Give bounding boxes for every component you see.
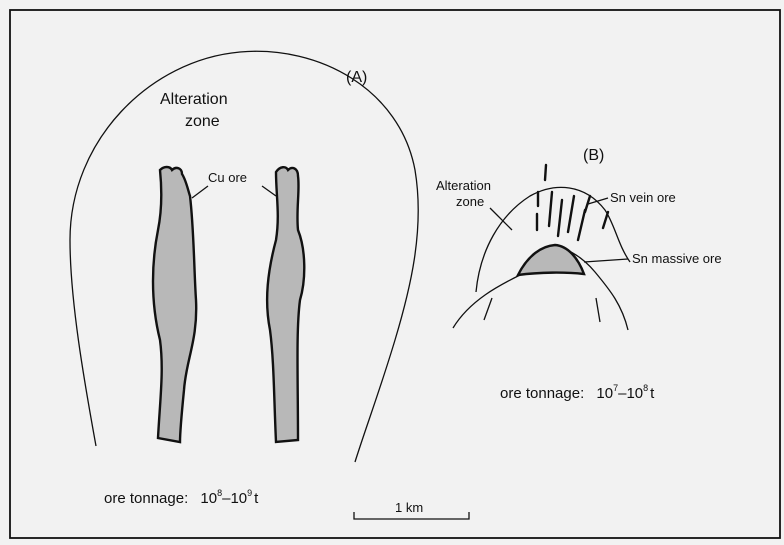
panel-a-label: (A) [346, 69, 367, 86]
panel-a-alteration-zone-label-line1: Alteration [160, 91, 228, 108]
vein-5 [558, 200, 562, 236]
panel-a-cu-ore-leader-left [192, 186, 208, 198]
panel-a-tonnage-prefix: ore tonnage: [104, 490, 188, 507]
panel-a-alteration-zone-label-line2: zone [185, 113, 220, 130]
panel-b-sn-massive-ore-label: Sn massive ore [632, 251, 722, 266]
figure-frame [10, 10, 780, 538]
panel-a-alteration-zone-outline [70, 51, 418, 462]
panel-b-sn-massive-ore [518, 245, 584, 275]
vein-6 [568, 196, 574, 232]
panel-a-cu-ore-leader-right [262, 186, 276, 196]
panel-b-sn-massive-ore-leader [584, 259, 628, 262]
vein-9 [603, 212, 608, 228]
panel-b-tonnage-base: 10 [596, 385, 613, 402]
panel-b-label: (B) [583, 147, 604, 164]
vein-4 [549, 192, 552, 226]
panel-b-tonnage-prefix: ore tonnage: [500, 385, 584, 402]
panel-b-lower-right-contact [596, 298, 600, 322]
panel-b-sn-vein-ore-leader [588, 198, 608, 204]
panel-b-sn-veins [537, 165, 608, 240]
panel-b-alteration-zone-outline [476, 187, 630, 292]
panel-a-tonnage-dash: –10 [222, 490, 247, 507]
panel-b-alteration-zone-leader [490, 208, 512, 230]
vein-1 [545, 165, 546, 180]
scale-bar: 1 km [354, 500, 469, 519]
panel-b-lower-left-contact [484, 298, 492, 320]
panel-a: (A) Alteration zone Cu ore ore tonnage: … [70, 51, 418, 507]
panel-a-right-cu-ore-body [267, 167, 304, 442]
panel-b-alteration-zone-label-line1: Alteration [436, 178, 491, 193]
panel-a-cu-ore-label: Cu ore [208, 170, 247, 185]
panel-b-tonnage-exp2: 8 [643, 383, 648, 393]
panel-a-left-cu-ore-body [153, 167, 196, 442]
scale-bar-label: 1 km [395, 500, 423, 515]
panel-b-tonnage-unit: t [650, 385, 655, 402]
panel-b-tonnage-dash: –10 [618, 385, 643, 402]
panel-a-tonnage-exp2: 9 [247, 488, 252, 498]
panel-b-sn-vein-ore-label: Sn vein ore [610, 190, 676, 205]
vein-7 [578, 210, 585, 240]
panel-b: (B) Alteration zone Sn vein ore Sn massi… [436, 147, 722, 402]
panel-a-tonnage-unit: t [254, 490, 259, 507]
panel-b-alteration-zone-label-line2: zone [456, 194, 484, 209]
panel-a-tonnage-base: 10 [200, 490, 217, 507]
